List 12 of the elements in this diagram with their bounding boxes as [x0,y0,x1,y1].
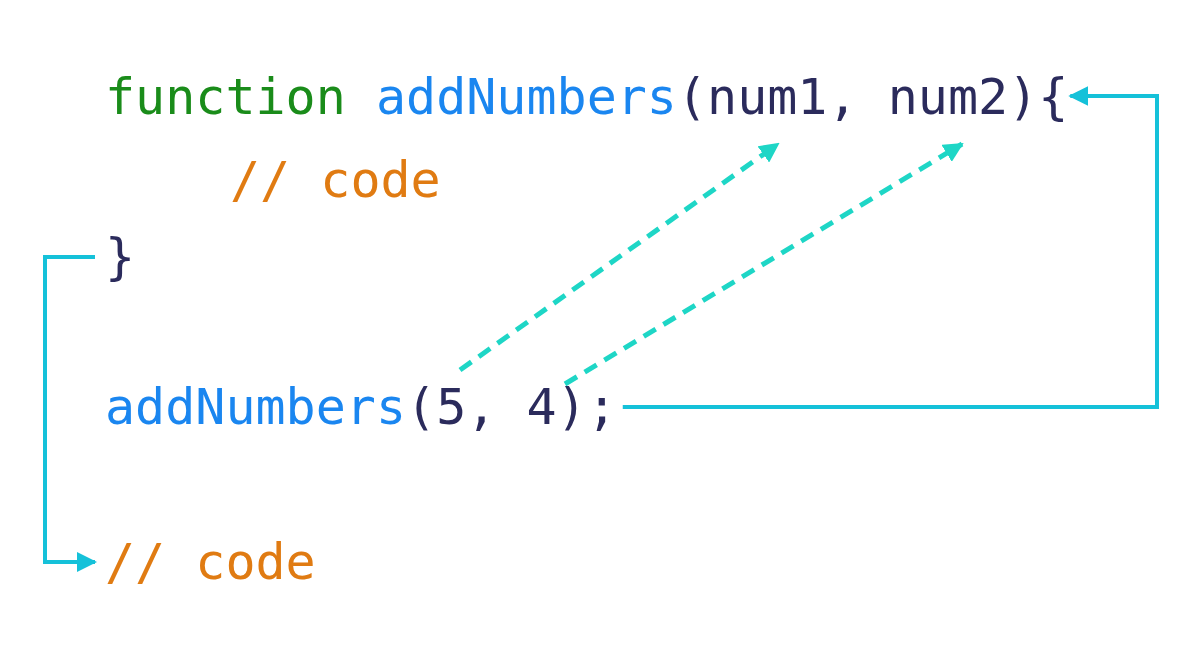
function-name: addNumbers [375,72,677,122]
arrow [622,86,1159,409]
code-text: (5, 4); [406,382,617,432]
dashed-arrow [458,141,780,373]
arrow [43,255,97,572]
code-comment: // code [230,155,441,205]
code-text: (num1, num2){ [676,72,1069,122]
code-keyword: function [105,72,346,122]
dashed-arrow [563,141,964,387]
code-comment: // code [95,537,316,587]
function-name: addNumbers [105,382,407,432]
code-text: } [95,232,136,282]
